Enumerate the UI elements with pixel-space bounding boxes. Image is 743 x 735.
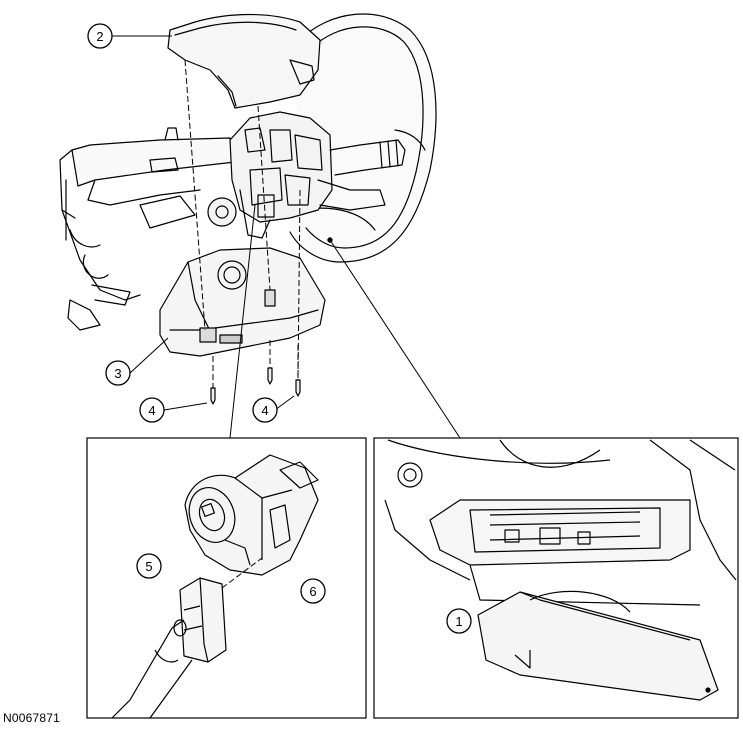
callout-4-left-label: 4 — [148, 403, 155, 418]
screw-middle — [267, 367, 273, 385]
wire-harness — [111, 619, 193, 719]
switch-cluster — [229, 111, 333, 223]
steering-wheel — [289, 13, 437, 263]
detail-box-ignition-switch — [86, 437, 367, 719]
callout-1: 1 — [446, 608, 472, 634]
callout-4-right-label: 4 — [261, 403, 268, 418]
callout-3: 3 — [105, 360, 131, 386]
figure-id: N0067871 — [3, 711, 60, 725]
callout-3-label: 3 — [114, 366, 121, 381]
callout-5-label: 5 — [145, 559, 152, 574]
detail-box-lower-trim — [373, 437, 739, 719]
callout-6: 6 — [300, 578, 326, 604]
callout-2: 2 — [87, 23, 113, 49]
screw-left — [210, 387, 216, 405]
upper-shroud — [167, 13, 321, 109]
screw-right — [295, 379, 301, 397]
ignition-switch-body — [184, 454, 319, 576]
column-shaft — [71, 137, 236, 187]
callout-4-left: 4 — [139, 397, 165, 423]
lower-trim-panel — [477, 591, 719, 701]
callout-6-label: 6 — [309, 584, 316, 599]
alignment-lines — [184, 59, 301, 388]
callout-4-right: 4 — [252, 397, 278, 423]
callout-1-label: 1 — [455, 614, 462, 629]
callout-2-label: 2 — [96, 29, 103, 44]
callout-5: 5 — [136, 553, 162, 579]
steering-column-assembly — [59, 13, 437, 405]
callouts: 2 3 4 4 5 6 1 — [87, 23, 472, 634]
